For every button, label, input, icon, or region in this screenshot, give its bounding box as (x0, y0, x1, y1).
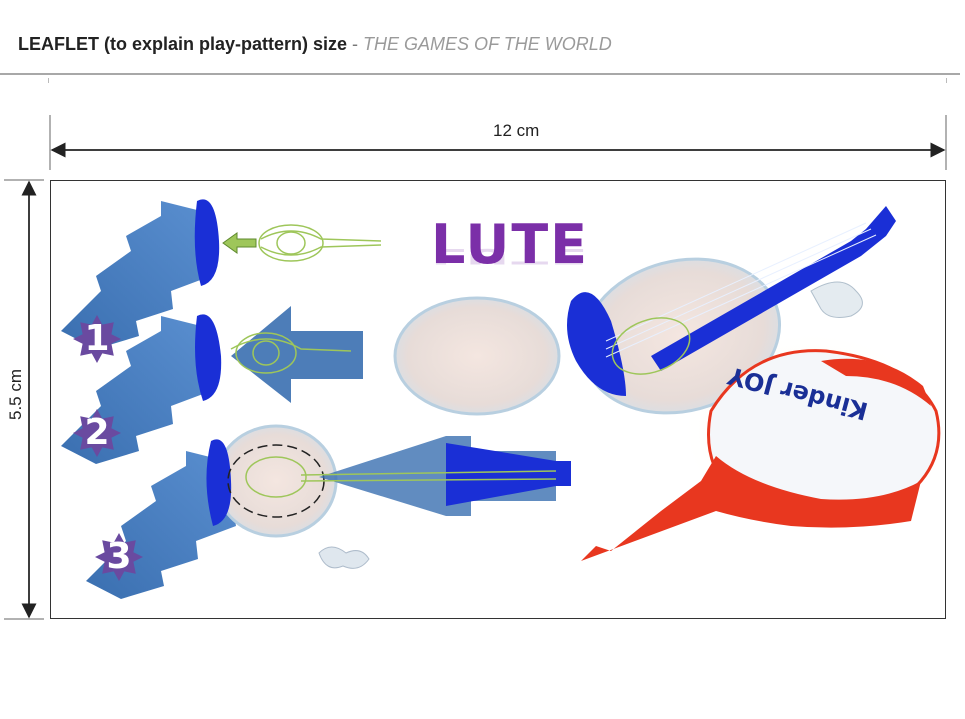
step-1-bolt (61, 199, 382, 349)
width-label: 12 cm (493, 121, 540, 140)
product-title-reflection: LUTE (431, 243, 590, 269)
header-title: LEAFLET (to explain play-pattern) size (18, 34, 348, 54)
step-3-badge: 3 (95, 533, 143, 581)
page-header: LEAFLET (to explain play-pattern) size -… (18, 34, 612, 55)
header-divider (0, 73, 960, 75)
height-label: 5.5 cm (6, 368, 25, 420)
kinder-joy-egg: Kinder JOY (581, 349, 941, 561)
divider-tick-left (48, 78, 49, 83)
product-title: LUTE (431, 213, 590, 276)
step-2-outline (230, 332, 352, 374)
leaflet-canvas: Kinder JOY LUTE LUTE 1 2 3 (50, 180, 946, 619)
header-separator: - (347, 34, 364, 54)
step-1-badge: 1 (73, 315, 121, 363)
header-subtitle: THE GAMES OF THE WORLD (363, 34, 612, 54)
step-2-egg-capsule (393, 296, 561, 416)
lute-strings (605, 222, 877, 358)
step-3-outline (245, 456, 557, 498)
step-3-small-part (318, 546, 370, 569)
step-2-badge: 2 (73, 409, 121, 457)
step-3-bolt (86, 424, 571, 599)
step-1-outline (258, 224, 382, 262)
divider-tick-right (946, 78, 947, 83)
